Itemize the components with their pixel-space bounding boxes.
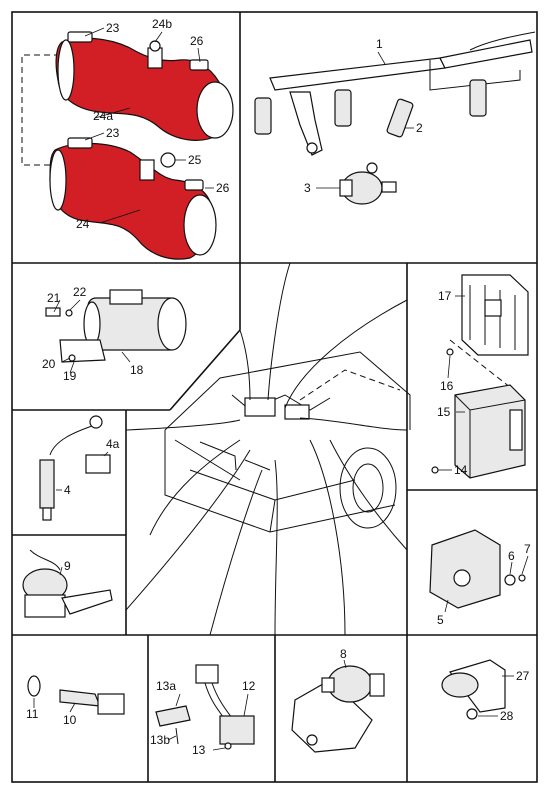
intake-hoses-panel: 23 24b 26 24a 23 25 26 24	[21, 17, 234, 260]
label-24a: 24a	[93, 109, 113, 123]
label-19: 19	[63, 369, 77, 383]
label-4: 4	[64, 483, 71, 497]
vacuum-switch-panel: 27 28	[441, 659, 530, 723]
oxygen-sensor	[39, 459, 55, 509]
aux-air-valve	[327, 665, 373, 703]
label-9: 9	[64, 559, 71, 573]
label-26-bottom: 26	[216, 181, 230, 195]
car-engine-bay	[125, 262, 411, 636]
label-23-bottom: 23	[106, 126, 120, 140]
fuel-injectors	[254, 79, 487, 138]
label-2: 2	[416, 121, 423, 135]
label-4a: 4a	[106, 437, 120, 451]
throttle-position-sensor	[429, 529, 501, 609]
label-28: 28	[500, 709, 514, 723]
panel-borders	[11, 11, 538, 783]
label-18: 18	[130, 363, 144, 377]
label-21: 21	[47, 291, 61, 305]
label-27: 27	[516, 669, 530, 683]
vacuum-switch	[441, 672, 479, 698]
label-7: 7	[524, 542, 531, 556]
label-5: 5	[437, 613, 444, 627]
fuel-rail	[269, 57, 446, 91]
label-8: 8	[340, 647, 347, 661]
temperature-sensor	[59, 689, 101, 707]
air-valve-panel: 9	[22, 549, 113, 618]
label-10: 10	[63, 713, 77, 727]
fuel-rail-panel: 1 2 3	[254, 31, 536, 205]
connector-12	[219, 715, 255, 745]
ecu-panel: 17 16 15 14	[431, 274, 529, 479]
fuel-pressure-regulator	[339, 162, 397, 205]
ecu-unit	[454, 384, 526, 479]
label-12: 12	[242, 679, 256, 693]
label-23-top: 23	[106, 21, 120, 35]
connector-panel: 13a 13b 13 12	[150, 664, 256, 757]
label-11: 11	[26, 707, 39, 721]
label-13b: 13b	[150, 733, 170, 747]
label-22: 22	[73, 285, 87, 299]
label-25: 25	[188, 153, 202, 167]
label-20: 20	[42, 357, 56, 371]
label-14: 14	[454, 463, 468, 477]
label-6: 6	[508, 549, 515, 563]
label-24: 24	[76, 217, 90, 231]
air-flow-meter-panel: 21 22 20 19 18	[42, 285, 187, 383]
label-24b: 24b	[152, 17, 172, 31]
label-26-top: 26	[190, 34, 204, 48]
label-3: 3	[304, 181, 311, 195]
oxygen-sensor-panel: 4 4a	[39, 415, 120, 521]
label-15: 15	[437, 405, 451, 419]
label-16: 16	[440, 379, 454, 393]
label-17: 17	[438, 289, 452, 303]
label-13: 13	[192, 743, 206, 757]
throttle-sensor-panel: 5 6 7	[429, 529, 531, 627]
label-1: 1	[376, 37, 383, 51]
aux-air-valve-panel: 8	[291, 647, 385, 753]
label-13a: 13a	[156, 679, 176, 693]
temperature-sensor-panel: 11 10	[26, 675, 125, 727]
